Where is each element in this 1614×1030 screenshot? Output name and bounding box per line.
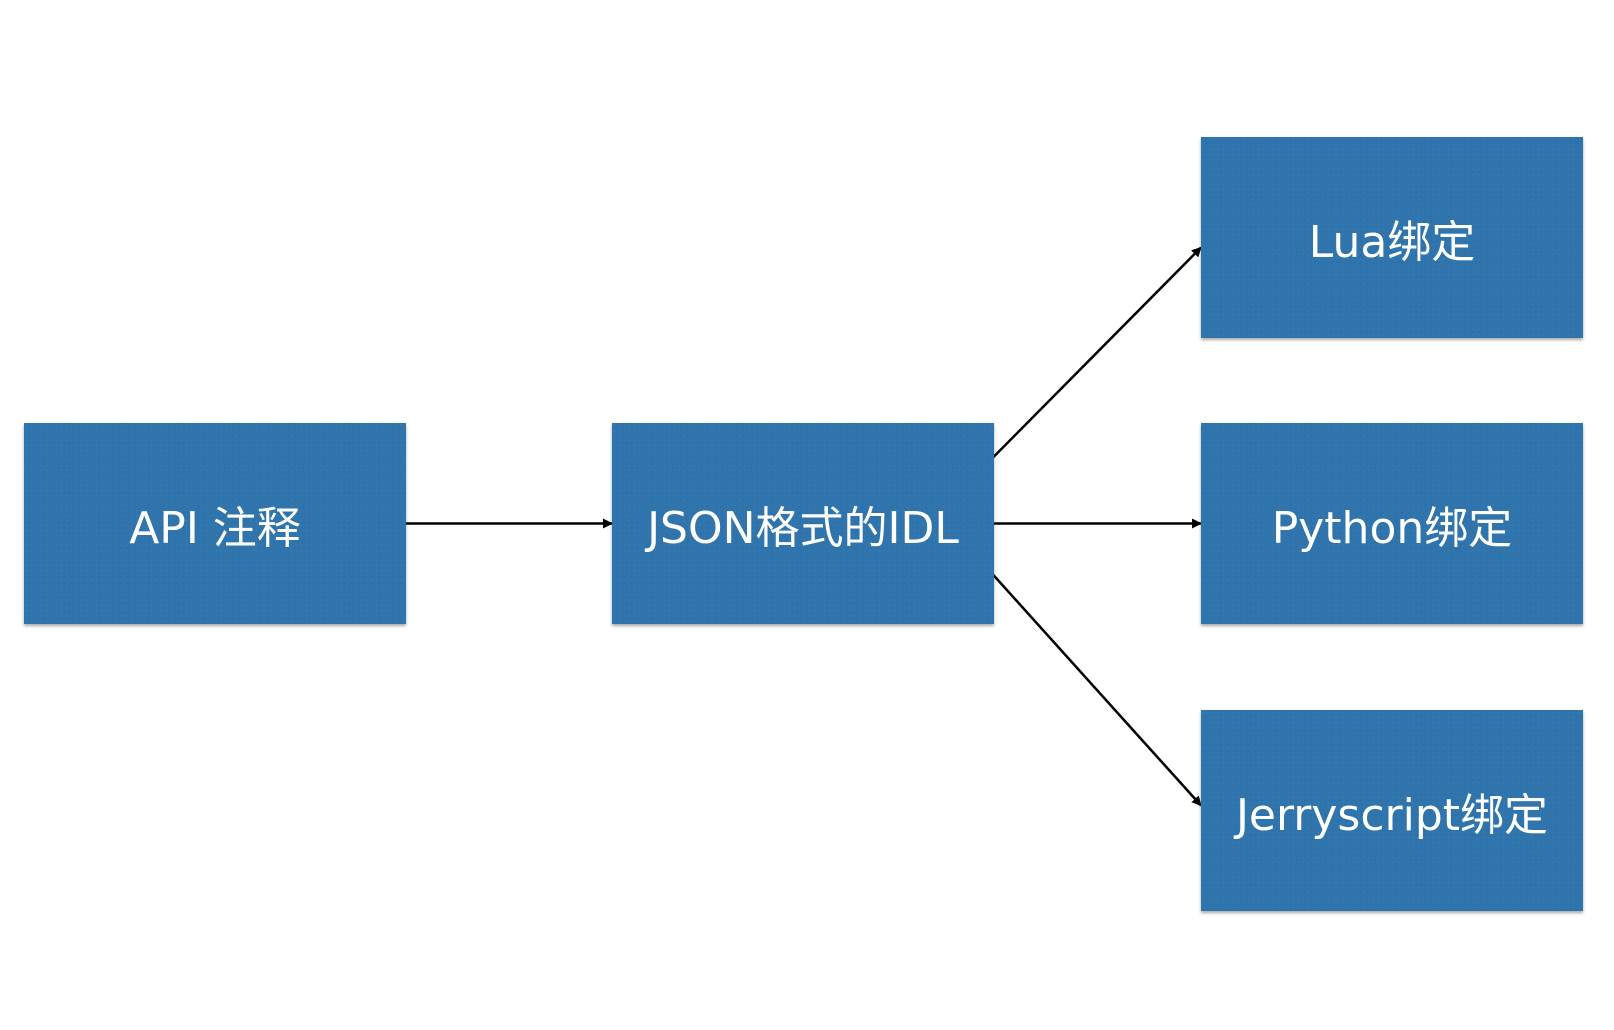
edge-layer <box>404 246 1202 807</box>
arrow-json-to-lua <box>991 246 1202 460</box>
node-lua-binding-label: Lua绑定 <box>1308 216 1476 268</box>
node-jerryscript-binding: Jerryscript绑定 <box>1201 710 1583 911</box>
node-python-binding-label: Python绑定 <box>1271 502 1513 554</box>
node-json-idl: JSON格式的IDL <box>612 423 994 624</box>
arrow-json-to-jerryscript <box>991 572 1202 807</box>
node-api-annotation: API 注释 <box>24 423 406 624</box>
node-python-binding: Python绑定 <box>1201 423 1583 624</box>
node-lua-binding: Lua绑定 <box>1201 137 1583 338</box>
node-jerryscript-binding-label: Jerryscript绑定 <box>1235 789 1549 841</box>
node-api-annotation-label: API 注释 <box>129 502 301 554</box>
node-json-idl-label: JSON格式的IDL <box>647 502 959 554</box>
